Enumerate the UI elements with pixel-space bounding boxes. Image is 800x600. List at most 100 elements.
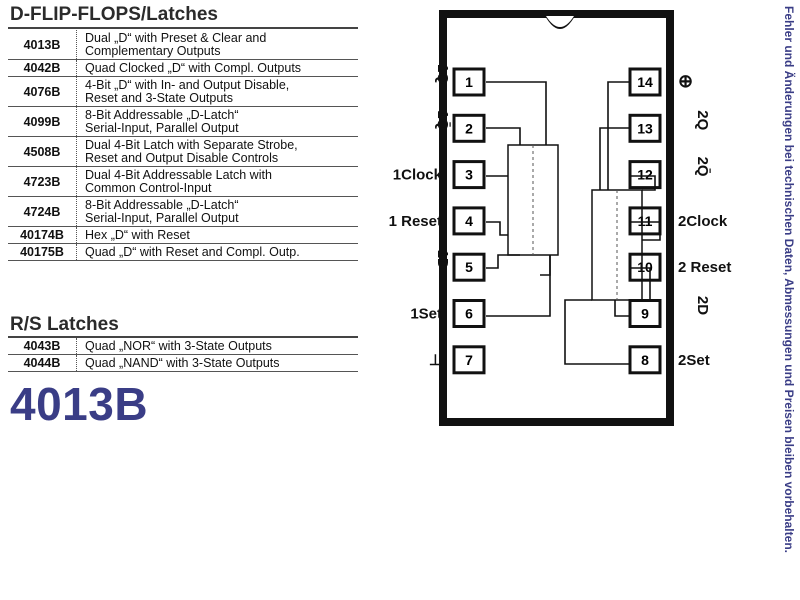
description-line: Reset and 3-State Outputs <box>85 91 234 105</box>
description-line: Quad Clocked „D“ with Compl. Outputs <box>85 61 302 75</box>
table-row: 4042B Quad Clocked „D“ with Compl. Output… <box>8 59 358 77</box>
pin-number: 8 <box>641 352 649 368</box>
part-description: Hex „D“ with Reset <box>76 226 358 244</box>
pin-label-left: 1Q̄ <box>434 110 452 130</box>
description-line: Dual „D“ with Preset & Clear and <box>85 31 267 45</box>
description-line: 8-Bit Addressable „D-Latch“ <box>85 198 239 212</box>
part-description: 8-Bit Addressable „D-Latch“Serial-Input,… <box>76 196 358 227</box>
table-row: 4044B Quad „NAND“ with 3-State Outputs <box>8 354 358 372</box>
part-number: 4723B <box>8 166 77 197</box>
pin-label-right: 2Q <box>694 110 711 130</box>
pin-label-right: ⊕ <box>678 71 693 91</box>
pin-8: 8 <box>628 345 662 375</box>
section-title-d-flipflops: D-FLIP-FLOPS/Latches <box>10 4 218 25</box>
pin-number: 1 <box>465 74 473 90</box>
pin-13: 13 <box>628 113 662 143</box>
part-number: 4044B <box>8 354 77 372</box>
part-description: Quad Clocked „D“ with Compl. Outputs <box>76 59 358 77</box>
table-row: 4043B Quad „NOR“ with 3-State Outputs <box>8 338 358 355</box>
description-line: Dual 4-Bit Latch with Separate Strobe, <box>85 138 298 152</box>
part-description: Quad „NOR“ with 3-State Outputs <box>76 338 358 355</box>
pin-4: 4 <box>452 206 486 236</box>
description-line: Reset and Output Disable Controls <box>85 151 279 165</box>
part-number: 40175B <box>8 243 77 261</box>
pin-number: 12 <box>637 167 653 183</box>
pin-number: 7 <box>465 352 473 368</box>
pin-12: 12 <box>628 160 662 190</box>
pin-label-right: 2Q̄ <box>694 157 712 177</box>
pin-label-right: 2 Reset <box>678 259 731 276</box>
pin-number: 2 <box>465 120 473 136</box>
part-number: 4508B <box>8 136 77 167</box>
part-number: 4724B <box>8 196 77 227</box>
description-line: 8-Bit Addressable „D-Latch“ <box>85 108 239 122</box>
pin-label-left: 1Q <box>434 64 451 84</box>
pin-3: 3 <box>452 160 486 190</box>
part-number: 4043B <box>8 338 77 355</box>
pin-1: 1 <box>452 67 486 97</box>
pin-9: 9 <box>628 299 662 328</box>
description-line: 4-Bit „D“ with In- and Output Disable, <box>85 78 290 92</box>
pin-number: 14 <box>637 74 653 90</box>
part-description: Quad „NAND“ with 3-State Outputs <box>76 354 358 372</box>
part-description: Dual 4-Bit Latch with Separate Strobe,Re… <box>76 136 358 167</box>
divider <box>8 27 358 29</box>
pin-number: 6 <box>465 306 473 322</box>
description-line: Quad „NAND“ with 3-State Outputs <box>85 356 280 370</box>
description-line: Complementary Outputs <box>85 44 221 58</box>
pin-number: 11 <box>638 213 653 229</box>
pin-number: 5 <box>465 259 473 275</box>
pin-label-left: 1 Reset <box>389 213 442 230</box>
pin-label-left: ⊥ <box>429 352 442 369</box>
pin-7: 7 <box>452 345 486 375</box>
part-description: 4-Bit „D“ with In- and Output Disable,Re… <box>76 76 358 107</box>
part-number: 4099B <box>8 106 77 137</box>
part-number: 40174B <box>8 226 77 244</box>
pin-label-right: 2Set <box>678 352 710 369</box>
table-row: 40175B Quad „D“ with Reset and Compl. Out… <box>8 243 358 261</box>
part-number: 4042B <box>8 59 77 77</box>
part-description: 8-Bit Addressable „D-Latch“Serial-Input,… <box>76 106 358 137</box>
pin-6: 6 <box>452 299 486 328</box>
pin-label-right: 2D <box>694 296 711 315</box>
description-line: Quad „D“ with Reset and Compl. Outp. <box>85 245 300 259</box>
divider <box>8 336 358 338</box>
table-row: 40174B Hex „D“ with Reset <box>8 226 358 244</box>
description-line: Quad „NOR“ with 3-State Outputs <box>85 339 272 353</box>
part-number: 4013B <box>8 30 77 60</box>
pin-11: 11 <box>628 206 662 236</box>
pin-2: 2 <box>452 113 486 143</box>
part-number: 4076B <box>8 76 77 107</box>
pin-label-left: 1Clock <box>393 167 443 184</box>
wiring-2 <box>564 81 661 365</box>
description-line: Dual 4-Bit Addressable Latch with <box>85 168 272 182</box>
pin-label-right: 2Clock <box>678 213 728 230</box>
pin-14: 14 <box>628 67 662 97</box>
wiring-1 <box>486 81 551 317</box>
pin-label-left: 1Set <box>410 306 442 323</box>
pin-5: 5 <box>452 252 486 282</box>
pin-number: 3 <box>465 167 473 183</box>
description-line: Serial-Input, Parallel Output <box>85 211 239 225</box>
disclaimer-note: Fehler und Änderungen bei technischen Da… <box>782 6 796 553</box>
section-title-rs-latches: R/S Latches <box>10 314 119 335</box>
pin-number: 13 <box>637 120 653 136</box>
part-description: Quad „D“ with Reset and Compl. Outp. <box>76 243 358 261</box>
pin-number: 4 <box>465 213 473 229</box>
description-line: Common Control-Input <box>85 181 212 195</box>
part-number-heading: 4013B <box>10 378 149 430</box>
description-line: Hex „D“ with Reset <box>85 228 190 242</box>
